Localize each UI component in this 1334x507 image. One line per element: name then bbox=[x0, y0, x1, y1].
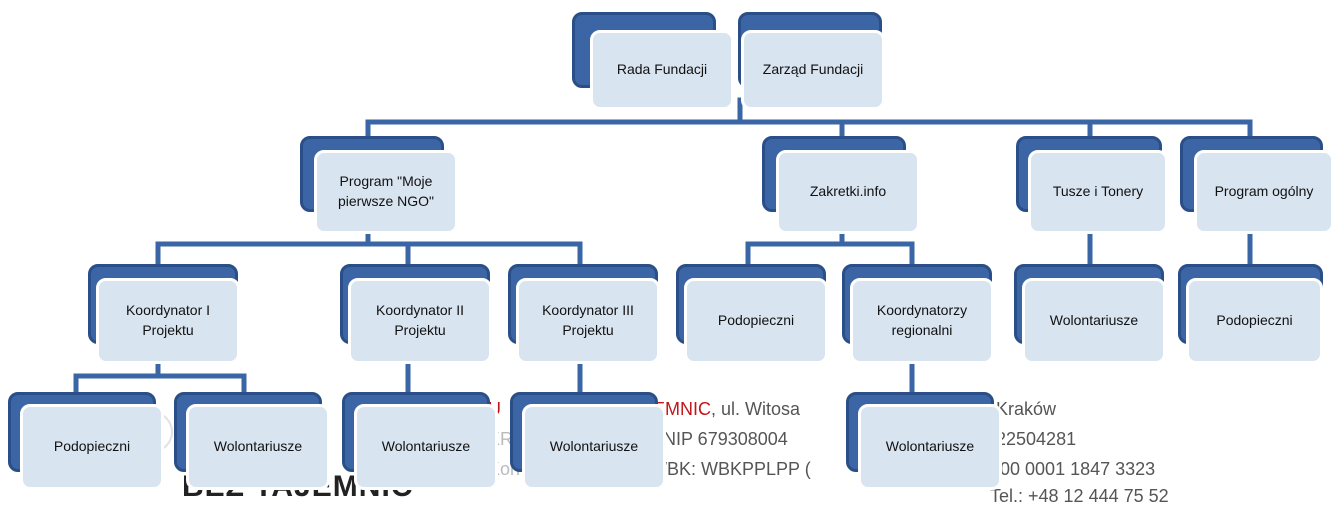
node-label: Wolontariusze bbox=[354, 404, 498, 490]
footer-nip: NIP 679308004 bbox=[663, 429, 788, 449]
node-label: Koordynatorzy regionalni bbox=[850, 278, 994, 364]
node-label: Wolontariusze bbox=[522, 404, 666, 490]
node-label: Zarząd Fundacji bbox=[741, 30, 885, 110]
node-label: Podopieczni bbox=[20, 404, 164, 490]
node-label: Koordynator III Projektu bbox=[516, 278, 660, 364]
node-label: Tusze i Tonery bbox=[1028, 150, 1168, 234]
node-label: Podopieczni bbox=[684, 278, 828, 364]
footer-line-1b: EMNIC, ul. Witosa bbox=[653, 399, 800, 420]
node-label: Koordynator I Projektu bbox=[96, 278, 240, 364]
node-label: Wolontariusze bbox=[186, 404, 330, 490]
footer-city: Kraków bbox=[996, 399, 1057, 419]
footer-address: , ul. Witosa bbox=[711, 399, 801, 419]
footer-bank: WBK: WBKPPLPP ( bbox=[650, 459, 811, 479]
node-label: Wolontariusze bbox=[1022, 278, 1166, 364]
org-chart: U EMNIC, ul. Witosa Kraków KRS NIP 67930… bbox=[8, 12, 1334, 506]
node-label: Program ogólny bbox=[1194, 150, 1334, 234]
node-label: Program "Moje pierwsze NGO" bbox=[314, 150, 458, 234]
node-label: Rada Fundacji bbox=[590, 30, 734, 110]
node-label: Wolontariusze bbox=[858, 404, 1002, 490]
footer-regon: 22504281 bbox=[996, 429, 1077, 449]
footer-account: 000 0001 1847 3323 bbox=[990, 459, 1156, 479]
node-label: Koordynator II Projektu bbox=[348, 278, 492, 364]
node-label: Podopieczni bbox=[1186, 278, 1323, 364]
footer-phone: Tel.: +48 12 444 75 52 bbox=[990, 486, 1169, 506]
connector-lines bbox=[72, 96, 1254, 400]
node-label: Zakretki.info bbox=[776, 150, 920, 234]
footer-org-name: EMNIC bbox=[653, 399, 711, 419]
